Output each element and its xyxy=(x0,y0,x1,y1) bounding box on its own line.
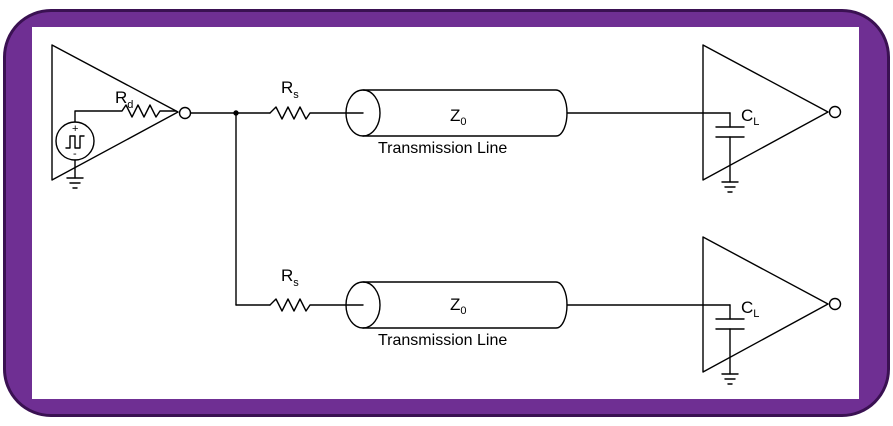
split-wiring xyxy=(190,110,271,306)
driver-output-bubble xyxy=(178,106,192,120)
series-resistor-bottom: Rs xyxy=(269,266,347,312)
source-minus-label: - xyxy=(73,148,77,160)
branch-top: Rs Z0 Transmission Line xyxy=(269,44,842,193)
diagram-panel: Rd + - xyxy=(32,27,859,399)
load-capacitor-bottom: CL xyxy=(715,298,759,385)
load-ground-icon xyxy=(721,373,739,385)
driver-resistor: Rd xyxy=(74,88,177,123)
transmission-line-top: Z0 Transmission Line xyxy=(345,89,568,157)
receiver-bottom xyxy=(702,236,842,373)
branch-bottom: Rs Z0 Transmission Line xyxy=(269,236,842,385)
receiver-top xyxy=(702,44,842,181)
receiver-output-bubble xyxy=(828,297,842,311)
load-capacitor-label: CL xyxy=(741,106,759,128)
pulse-waveform-icon xyxy=(65,135,85,149)
series-resistor-zigzag xyxy=(269,106,347,120)
tline-body xyxy=(362,89,568,137)
series-resistor-label: Rs xyxy=(281,78,299,101)
series-resistor-top: Rs xyxy=(269,78,347,120)
tline-caption: Transmission Line xyxy=(378,332,507,349)
receiver-triangle xyxy=(702,236,829,373)
tline-caption: Transmission Line xyxy=(378,140,507,157)
load-ground-icon xyxy=(721,181,739,193)
driver-resistor-label: Rd xyxy=(115,88,133,111)
transmission-line-bottom: Z0 Transmission Line xyxy=(345,281,568,349)
pulse-source: + - xyxy=(55,121,95,189)
tline-impedance-label: Z0 xyxy=(450,106,467,128)
series-resistor-zigzag xyxy=(269,298,347,312)
driver-resistor-zigzag xyxy=(74,104,177,123)
load-capacitor-top: CL xyxy=(715,106,759,193)
driver-triangle xyxy=(51,44,179,181)
source-ground-icon xyxy=(66,177,84,189)
series-resistor-label: Rs xyxy=(281,266,299,289)
junction-dot xyxy=(233,110,239,116)
load-capacitor-label: CL xyxy=(741,298,759,320)
receiver-triangle xyxy=(702,44,829,181)
receiver-output-bubble xyxy=(828,105,842,119)
tline-impedance-label: Z0 xyxy=(450,295,467,317)
source-plus-label: + xyxy=(72,123,78,135)
schematic: Rd + - xyxy=(51,44,842,385)
